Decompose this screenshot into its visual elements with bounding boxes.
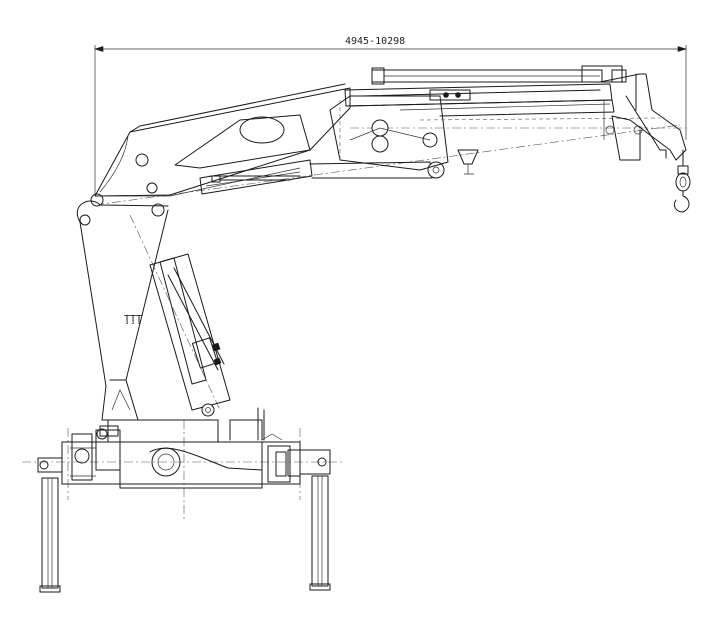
main-column: ŢŢŢ xyxy=(77,193,169,421)
boom-cylinder xyxy=(199,159,445,195)
outrigger-right xyxy=(299,449,331,591)
svg-text:ŢŢŢ: ŢŢŢ xyxy=(124,314,142,325)
centre-lines xyxy=(22,124,690,520)
reach-dimension-label: 4945-10298 xyxy=(345,36,405,47)
outrigger-left xyxy=(37,457,63,593)
reach-dimension: 4945-10298 xyxy=(93,36,688,200)
knuckle-block xyxy=(329,95,449,171)
crane-hook xyxy=(673,149,691,213)
boom-tip-head xyxy=(599,73,687,161)
boom-arm xyxy=(94,83,351,197)
crane-base xyxy=(61,407,301,489)
lift-cylinder xyxy=(149,253,231,417)
